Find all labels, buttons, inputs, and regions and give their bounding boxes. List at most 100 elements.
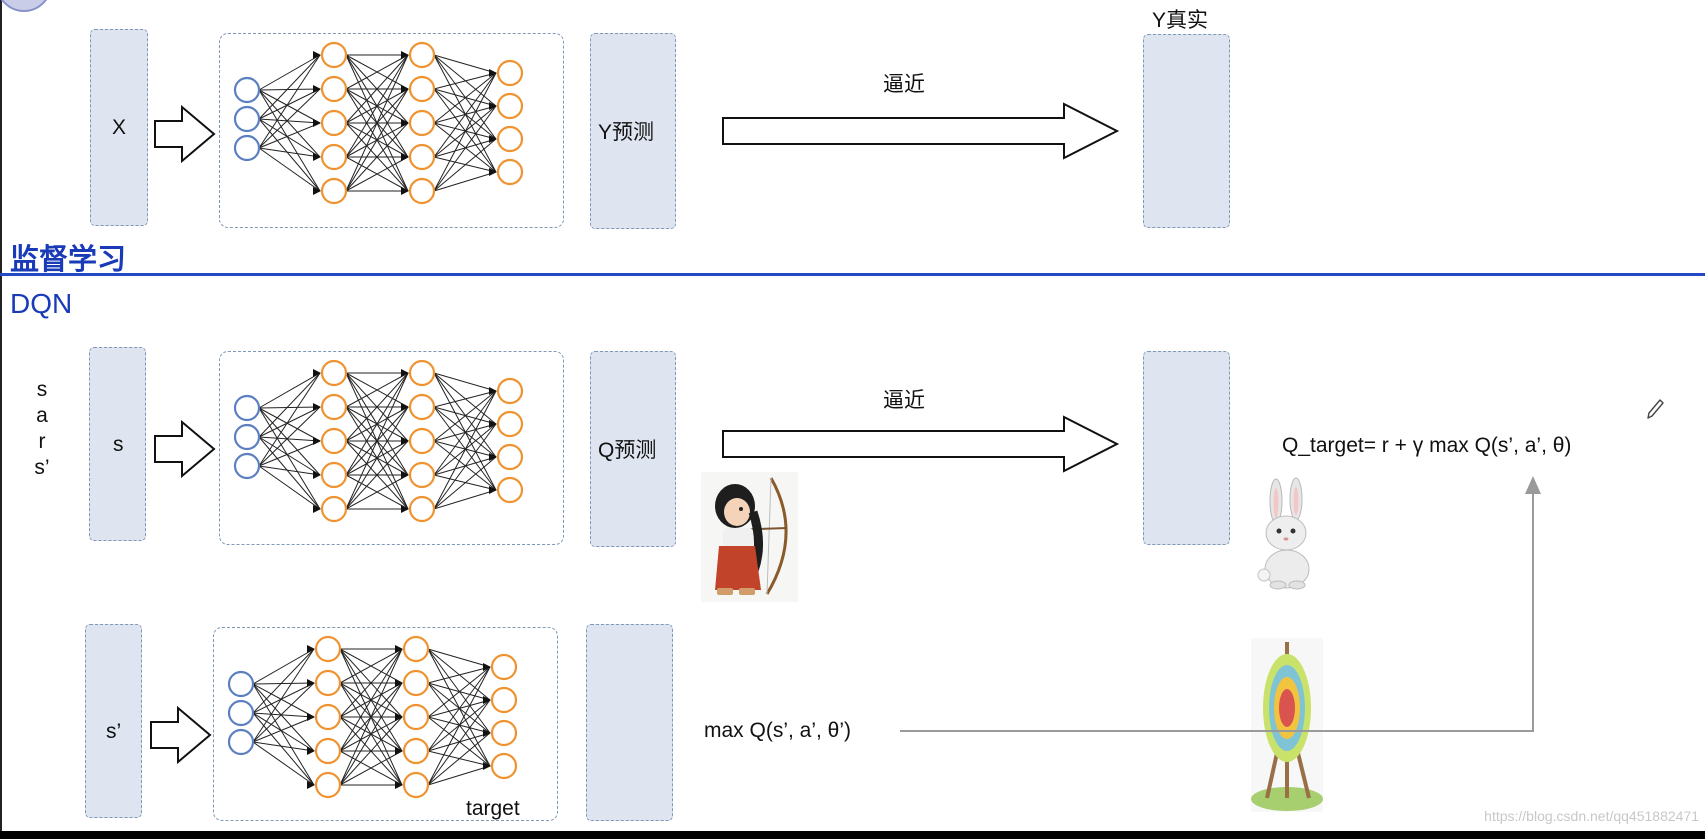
network-connection — [339, 750, 403, 786]
neuron — [496, 158, 524, 186]
network-connection — [258, 372, 321, 467]
network-connection — [427, 666, 491, 718]
neuron — [320, 75, 348, 103]
neuron — [402, 771, 430, 799]
neuron — [314, 737, 342, 765]
s-to-network-arrow — [154, 419, 216, 479]
connection-arrowhead — [313, 437, 321, 445]
connection-arrowhead — [401, 187, 409, 195]
connection-arrowhead — [489, 453, 497, 461]
dqn-section-title: DQN — [10, 288, 73, 319]
connection-arrowhead — [483, 696, 491, 704]
section-divider — [0, 273, 1705, 276]
y-prediction-box — [590, 33, 676, 229]
neuron — [320, 177, 348, 205]
network-connection — [252, 648, 315, 743]
network-connection — [427, 666, 491, 752]
supervised-approach-label: 逼近 — [883, 73, 925, 96]
connection-arrowhead — [307, 747, 315, 755]
connection-arrowhead — [313, 85, 321, 93]
network-connection — [433, 72, 497, 90]
connection-arrowhead — [401, 51, 409, 59]
neuron — [408, 75, 436, 103]
network-connection — [345, 156, 409, 192]
network-connection — [258, 372, 321, 438]
network-connection — [339, 648, 403, 718]
archer-girl-image — [701, 472, 798, 602]
network-connection — [258, 118, 321, 158]
neuron — [314, 771, 342, 799]
neuron — [496, 377, 524, 405]
network-connection — [433, 72, 497, 124]
network-connection — [427, 732, 491, 786]
network-connection — [427, 666, 491, 684]
network-connection — [345, 88, 409, 192]
neuron — [320, 495, 348, 523]
network-connection — [258, 407, 321, 510]
network-connection — [433, 72, 497, 192]
neuron — [496, 443, 524, 471]
bottom-bar — [0, 831, 1705, 839]
connection-arrowhead — [401, 85, 409, 93]
connection-arrowhead — [483, 762, 491, 770]
network-connection — [339, 648, 403, 786]
connection-arrowhead — [307, 645, 315, 653]
network-connection — [345, 54, 409, 192]
connection-arrowhead — [395, 713, 403, 721]
network-connection — [258, 406, 321, 438]
neuron — [408, 109, 436, 137]
supervised-approach-arrow — [722, 102, 1120, 160]
connection-arrowhead — [401, 119, 409, 127]
connection-arrowhead — [489, 486, 497, 494]
connection-arrowhead — [313, 403, 321, 411]
connection-arrowhead — [483, 729, 491, 737]
neuron — [496, 476, 524, 504]
network-connection — [258, 118, 321, 192]
network-connection — [339, 648, 403, 752]
connection-arrowhead — [489, 69, 497, 77]
network-connection — [258, 465, 321, 476]
dqn-approach-arrow — [722, 415, 1120, 473]
network-connection — [252, 682, 315, 714]
network-connection — [258, 89, 321, 124]
network-connection — [258, 147, 321, 158]
network-connection — [433, 105, 497, 192]
connection-arrowhead — [307, 781, 315, 789]
neuron — [408, 143, 436, 171]
y-prediction-label: Y预测 — [598, 121, 655, 144]
network-connection — [433, 72, 497, 158]
archery-target-image — [1251, 638, 1323, 812]
network-connection — [258, 54, 321, 149]
neuron — [233, 134, 261, 162]
connection-arrowhead — [401, 471, 409, 479]
connection-arrowhead — [313, 51, 321, 59]
target-output-box — [586, 624, 673, 821]
network-connection — [252, 682, 315, 743]
neuron — [408, 427, 436, 455]
network-connection — [258, 436, 321, 510]
network-connection — [339, 716, 403, 786]
network-connection — [339, 682, 403, 786]
transition-item-r: r — [38, 430, 46, 453]
network-connection — [252, 683, 315, 786]
transition-item-a: a — [36, 404, 48, 427]
connection-arrowhead — [401, 403, 409, 411]
network-connection — [339, 648, 403, 684]
neuron — [233, 452, 261, 480]
network-connection — [345, 372, 409, 408]
connection-arrowhead — [401, 153, 409, 161]
left-frame-line — [0, 0, 2, 839]
connection-arrowhead — [489, 168, 497, 176]
connection-arrowhead — [395, 747, 403, 755]
q-prediction-box — [590, 351, 676, 547]
network-connection — [345, 440, 409, 510]
neuron — [227, 670, 255, 698]
dqn-approach-label: 逼近 — [883, 389, 925, 412]
connection-arrowhead — [307, 679, 315, 687]
max-q-target-label: max Q(s’, a’, θ’) — [704, 719, 852, 742]
network-connection — [252, 716, 315, 743]
max-q-connector — [900, 476, 1541, 732]
network-connection — [433, 390, 497, 442]
neuron — [490, 686, 518, 714]
network-connection — [258, 372, 321, 409]
